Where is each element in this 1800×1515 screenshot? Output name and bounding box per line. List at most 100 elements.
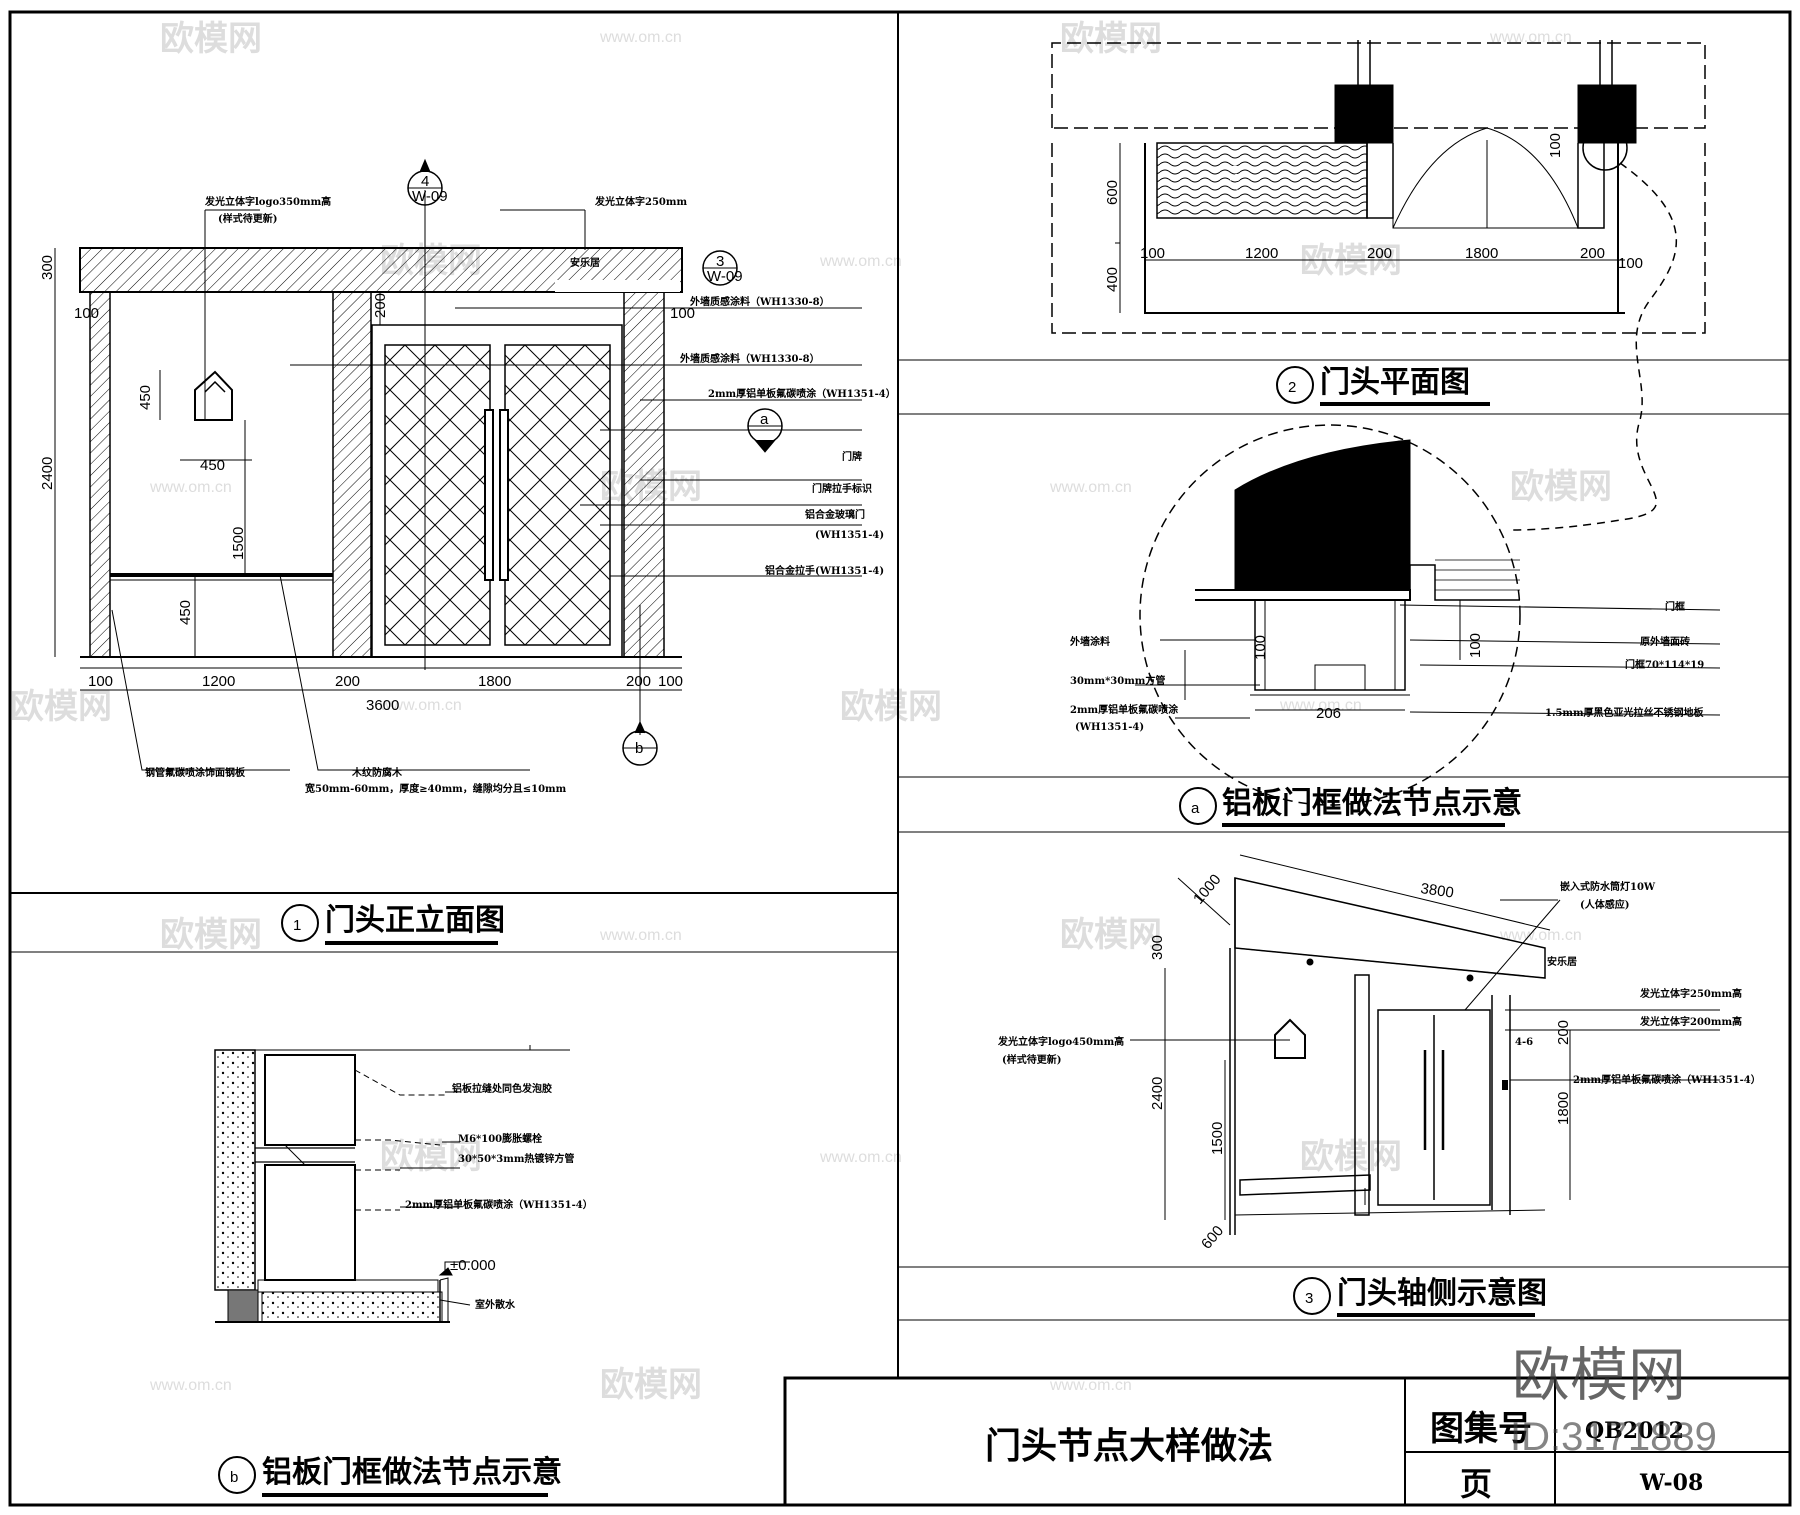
note-bottom1: 钢管氟碳喷涂饰面钢板	[145, 766, 246, 779]
note-5: 门牌拉手标识	[812, 482, 872, 495]
title-block-text: 门头节点大样做法 图集号 QB2012 页 W-08	[985, 1409, 1703, 1503]
title-2: 2 门头平面图	[1276, 365, 1490, 406]
watermark-url: www.om.cn	[149, 479, 232, 496]
dim-100: 100	[88, 673, 113, 690]
dim-2400: 2400	[1149, 1077, 1166, 1110]
dim-3600: 3600	[366, 697, 399, 714]
watermark-cn: 欧模网	[1510, 467, 1612, 507]
detail-b-labels: 铝板拉缝处同色发泡胶 M6*100膨胀螺栓 30*50*3mm热镀锌方管 2mm…	[405, 1082, 593, 1311]
watermark-url: www.om.cn	[1049, 479, 1132, 496]
marker-4: 4	[421, 173, 429, 190]
dim-450: 450	[137, 385, 154, 410]
dim-100: 100	[670, 305, 695, 322]
dim-2400: 2400	[39, 457, 56, 490]
note-a-l3b: (WH1351-4)	[1075, 722, 1144, 733]
note-1: 外墙质感涂料（WH1330-8）	[689, 295, 830, 308]
note-a-r1: 门框	[1665, 600, 1685, 613]
elevation-drawing	[54, 158, 862, 771]
note-b-4: 2mm厚铝单板氟碳喷涂（WH1351-4）	[405, 1198, 593, 1211]
plan-drawing	[1051, 40, 1706, 531]
title-2-label: 门头平面图	[1320, 365, 1470, 400]
isometric-drawing	[1130, 854, 1720, 1235]
page-label: 页	[1460, 1465, 1492, 1503]
dim-1800: 1800	[1465, 245, 1498, 262]
watermark-cn: 欧模网	[160, 19, 262, 59]
set-number-label: 图集号	[1430, 1409, 1532, 1449]
marker-3-ref: W-09	[707, 268, 743, 285]
title-b-label: 铝板门框做法节点示意	[262, 1455, 562, 1490]
note-4: 门牌	[842, 450, 862, 463]
note-a-l1: 外墙涂料	[1069, 635, 1110, 648]
note-b-3: 30*50*3mm热镀锌方管	[458, 1152, 574, 1165]
dim-600: 600	[1104, 180, 1121, 205]
title-1-label: 门头正立面图	[325, 903, 505, 938]
dim-450: 450	[200, 457, 225, 474]
watermark-cn: 欧模网	[600, 1365, 702, 1405]
dim-200: 200	[372, 293, 389, 318]
set-number-value: QB2012	[1585, 1418, 1684, 1444]
house-number: 4-6	[1515, 1037, 1533, 1048]
dim-100: 100	[74, 305, 99, 322]
note-char: 发光立体字250mm	[594, 195, 687, 208]
note-7: 铝合金拉手(WH1351-4)	[765, 564, 884, 577]
watermark-url: www.om.cn	[819, 253, 902, 270]
dim-200: 200	[1580, 245, 1605, 262]
dim-200: 200	[1555, 1020, 1572, 1045]
dim-1500: 1500	[230, 527, 247, 560]
note-logo: 发光立体字logo350mm高	[204, 195, 331, 208]
sheet-title: 门头节点大样做法	[985, 1425, 1273, 1467]
note-2: 外墙质感涂料（WH1330-8）	[679, 352, 820, 365]
note-iso-r1b: (人体感应)	[1580, 898, 1629, 911]
watermark-cn: 欧模网	[840, 687, 942, 727]
title-1-number: 1	[293, 917, 301, 934]
dim-1200: 1200	[1245, 245, 1278, 262]
note-bottom3: 宽50mm-60mm，厚度≥40mm，缝隙均分且≤10mm	[304, 782, 567, 795]
title-block	[783, 1376, 1792, 1507]
dim-450: 450	[177, 600, 194, 625]
dim-400: 400	[1104, 267, 1121, 292]
watermark-url: www.om.cn	[149, 1377, 232, 1394]
watermark-cn: 欧模网	[160, 915, 262, 955]
watermark-id: ID:3171889	[1510, 1415, 1717, 1459]
dim-200: 200	[626, 673, 651, 690]
watermark-url: www.om.cn	[1499, 927, 1582, 944]
dim-1500: 1500	[1209, 1122, 1226, 1155]
watermark-url: www.om.cn	[1049, 1377, 1132, 1394]
note-iso-l1b: (样式待更新)	[1002, 1053, 1061, 1066]
watermark-url: www.om.cn	[379, 697, 462, 714]
title-3: 3 门头轴侧示意图	[1293, 1276, 1547, 1317]
title-a-label: 铝板门框做法节点示意	[1222, 786, 1522, 821]
dim-1200: 1200	[202, 673, 235, 690]
dim-206: 206	[1316, 705, 1341, 722]
title-3-label: 门头轴侧示意图	[1337, 1276, 1547, 1311]
dim-300: 300	[1149, 935, 1166, 960]
note-6b: (WH1351-4)	[815, 530, 884, 541]
note-iso-r3: 发光立体字200mm高	[1639, 1015, 1742, 1028]
detail-b-drawing	[214, 1045, 570, 1323]
dim-100: 100	[1547, 133, 1564, 158]
note-b-5: 室外散水	[475, 1298, 516, 1311]
title-a-number: a	[1191, 800, 1200, 817]
dim-200: 200	[335, 673, 360, 690]
title-a: a 铝板门框做法节点示意	[1179, 786, 1522, 827]
level-mark: ±0.000	[450, 1257, 496, 1274]
note-a-l3: 2mm厚铝单板氟碳喷涂	[1070, 703, 1179, 716]
note-a-r2: 原外墙面砖	[1640, 635, 1690, 648]
watermark-cn: 欧模网	[1060, 915, 1162, 955]
detail-a-labels: 外墙涂料 30mm*30mm方管 2mm厚铝单板氟碳喷涂 (WH1351-4) …	[1069, 600, 1705, 733]
watermark-cn: 欧模网	[1060, 19, 1162, 59]
watermark-cn: 欧模网	[1300, 1137, 1402, 1177]
dim-3800: 3800	[1419, 880, 1454, 901]
note-iso-l1: 发光立体字logo450mm高	[997, 1035, 1124, 1048]
dim-100: 100	[658, 673, 683, 690]
dim-200: 200	[1367, 245, 1392, 262]
title-1: 1 门头正立面图	[281, 903, 505, 945]
note-3: 2mm厚铝单板氟碳喷涂（WH1351-4）	[708, 387, 896, 400]
note-iso-r1: 嵌入式防水筒灯10W	[1560, 880, 1656, 893]
marker-3: 3	[716, 253, 724, 270]
title-3-number: 3	[1305, 1290, 1313, 1307]
watermark-cn: 欧模网	[10, 687, 112, 727]
elevation-labels: 安乐居 300 2400 100 100 200 450 450 1500 45…	[39, 173, 896, 795]
watermark-url: www.om.cn	[1489, 29, 1572, 46]
